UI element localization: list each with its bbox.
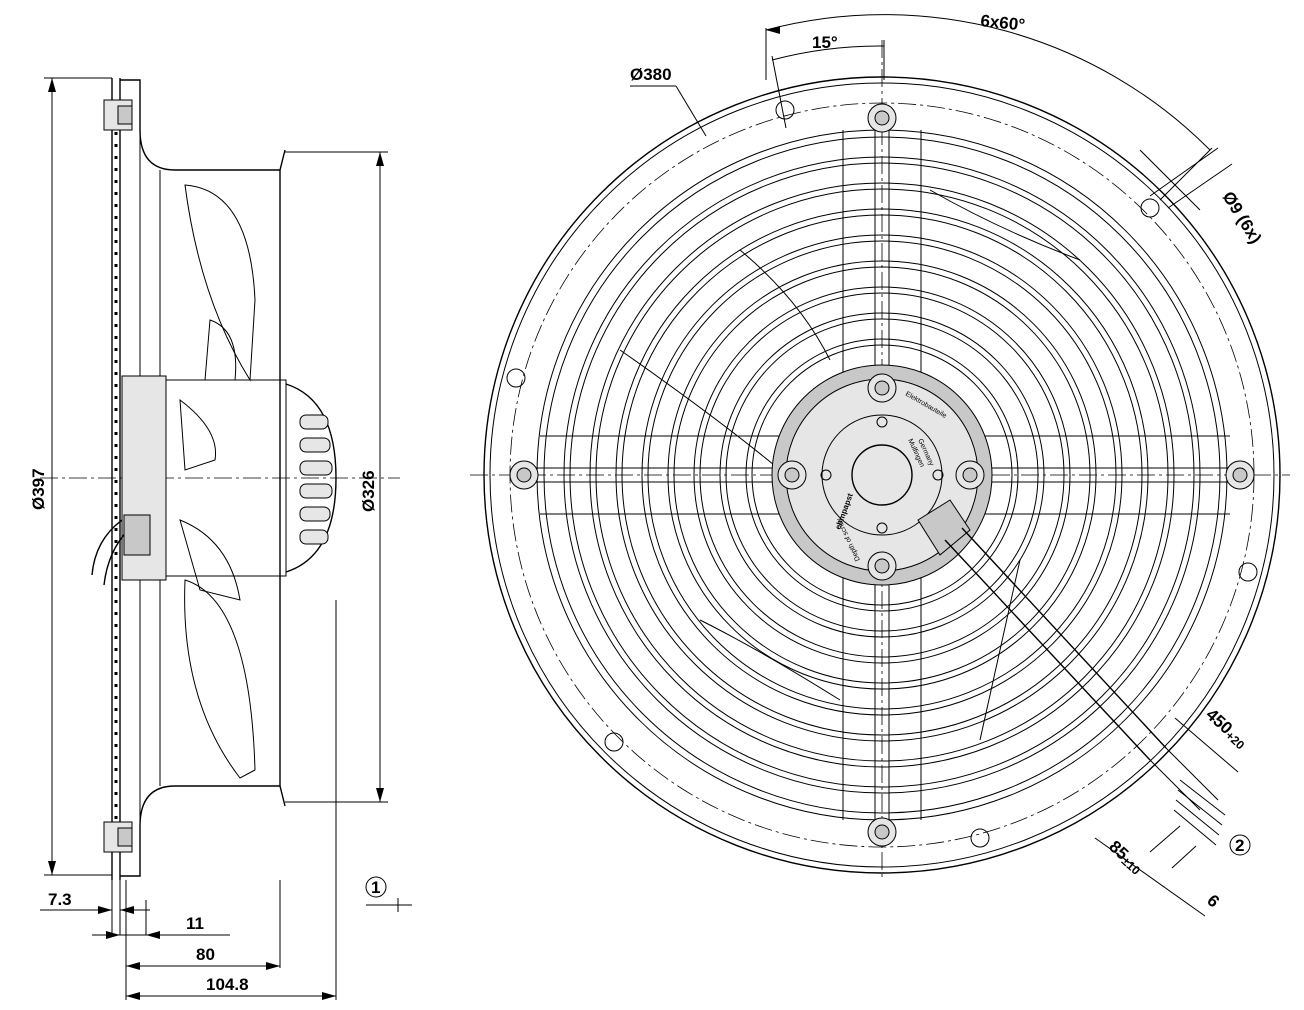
outer-diameter-label: Ø397 xyxy=(29,468,48,510)
front-view: Elektro­bauteile Mulfingen Germany ebmpa… xyxy=(470,11,1290,917)
wall-mounting-holes xyxy=(506,100,1258,848)
nozzle-diameter-label: Ø326 xyxy=(359,470,378,512)
guard-mounting-points xyxy=(509,103,1255,847)
flange-thickness-label: 7.3 xyxy=(48,890,72,909)
cooling-fins xyxy=(299,414,333,545)
bolt-circle-diameter-label: Ø380 xyxy=(630,65,672,84)
depth-inner-label: 80 xyxy=(196,945,215,964)
note-marker-1: 1 xyxy=(371,878,380,897)
note-marker-2: 2 xyxy=(1235,836,1244,855)
wire-end-length-label: 6 xyxy=(1203,891,1223,911)
flange-offset-label: 11 xyxy=(186,914,204,933)
depth-overall-label: 104.8 xyxy=(206,975,249,994)
side-view: Ø397 Ø326 7.3 11 80 104.8 1 xyxy=(29,77,412,1000)
hole-pattern-label: 6x60° xyxy=(980,11,1027,35)
hole-size-label: Ø9 (6x) xyxy=(1219,188,1266,247)
cable-length-label: 450+20 xyxy=(1202,705,1252,753)
strip-length-label: 85±10 xyxy=(1105,837,1148,878)
hole-offset-angle-label: 15° xyxy=(812,33,838,52)
